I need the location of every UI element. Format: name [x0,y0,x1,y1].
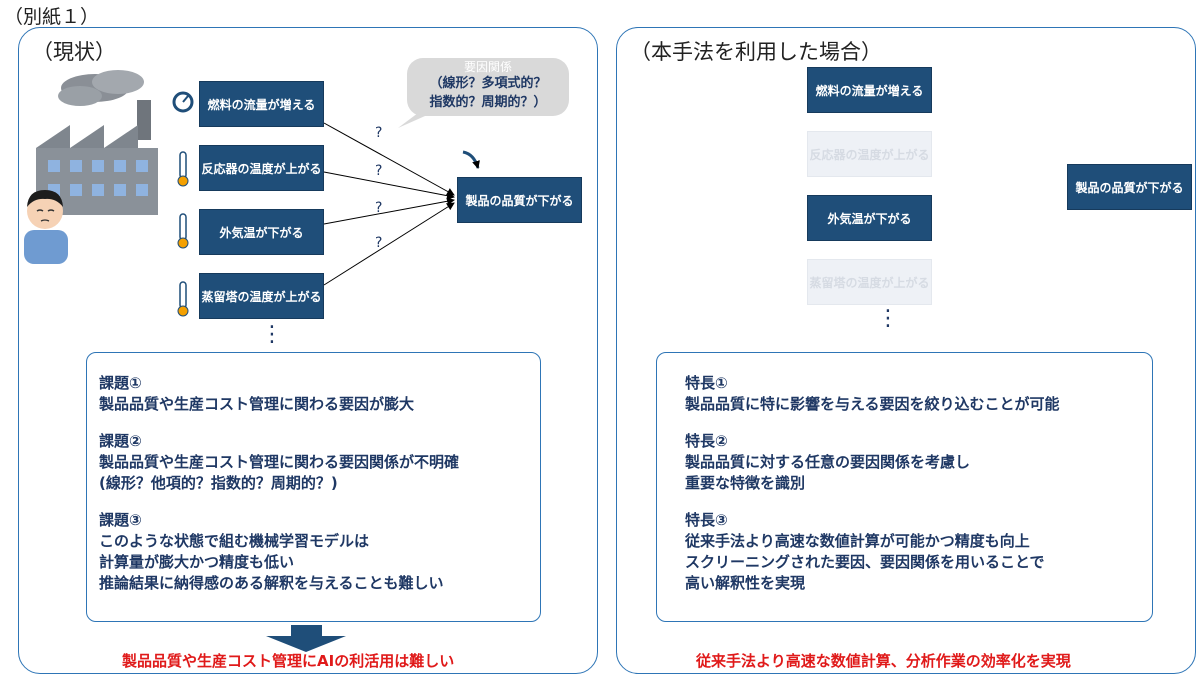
issue-line: このような状態で組む機械学習モデルは [99,532,370,550]
factor-node-distillation: 蒸留塔の温度が上がる [199,273,324,319]
issue-item: 課題② 製品品質や生産コスト管理に関わる要因関係が不明確 (線形？他項的？指数的… [99,431,540,494]
bubble-title: 要因関係 [463,60,512,74]
bubble-line: （線形？多項式的？ [429,76,547,91]
feature-item: 特長③ 従来手法より高速な数値計算が可能かつ精度も向上 スクリーニングされた要因… [685,510,1152,594]
relation-arrow [323,171,455,200]
gauge-icon [172,91,194,113]
ellipsis: ⋮ [261,322,283,347]
relation-arrow [323,197,455,225]
issue-line: 製品品質や生産コスト管理に関わる要因が膨大 [99,395,415,413]
feature-line: 高い解釈性を実現 [685,574,806,592]
bubble-line: 指数的？周期的？） [429,95,547,110]
thermometer-icon [177,151,189,187]
caption: （別紙１） [4,6,100,28]
issue-title: 課題② [99,432,142,450]
factor-node-reactor: 反応器の温度が上がる [807,131,932,177]
ellipsis: ⋮ [877,306,899,331]
relation-arrow [323,202,455,286]
factor-node-reactor: 反応器の温度が上がる [199,145,324,191]
target-node: 製品の品質が下がる [457,177,582,223]
worker-icon [24,190,68,264]
issue-item: 課題① 製品品質や生産コスト管理に関わる要因が膨大 [99,373,540,415]
issue-line: 製品品質や生産コスト管理に関わる要因関係が不明確 [99,453,460,471]
feature-line: 従来手法より高速な数値計算が可能かつ精度も向上 [685,532,1030,550]
feature-item: 特長② 製品品質に対する任意の要因関係を考慮し 重要な特徴を識別 [685,431,1152,494]
issue-line: 計算量が膨大かつ精度も低い [99,553,295,571]
issues-box: 課題① 製品品質や生産コスト管理に関わる要因が膨大 課題② 製品品質や生産コスト… [86,352,541,622]
feature-item: 特長① 製品品質に特に影響を与える要因を絞り込むことが可能 [685,373,1152,415]
factor-node-fuel: 燃料の流量が増える [807,67,932,113]
down-arrow [266,625,346,652]
down-arrow-icon [462,150,480,169]
issue-line: (線形？他項的？指数的？周期的？) [99,474,338,492]
right-conclusion: 従来手法より高速な数値計算、分析作業の効率化を実現 [696,652,1071,670]
thermometer-icon [177,281,189,317]
feature-line: 重要な特徴を識別 [685,474,806,492]
factor-node-outside-temp: 外気温が下がる [199,209,324,255]
relation-arrow [323,122,455,196]
right-panel-title: （本手法を利用した場合） [630,40,882,64]
question-mark: ? [375,125,383,141]
factor-node-fuel: 燃料の流量が増える [199,81,324,127]
left-panel-title: （現状） [32,40,116,64]
target-node: 製品の品質が下がる [1067,164,1192,210]
feature-line: 製品品質に対する任意の要因関係を考慮し [685,453,971,471]
question-mark: ? [375,163,383,179]
issue-item: 課題③ このような状態で組む機械学習モデルは 計算量が膨大かつ精度も低い 推論結… [99,510,540,594]
issue-title: 課題① [99,374,142,392]
question-mark: ? [375,200,383,216]
speech-bubble: 要因関係 （線形？多項式的？ 指数的？周期的？） [407,58,569,116]
feature-title: 特長① [685,374,728,392]
factor-node-distillation: 蒸留塔の温度が上がる [807,259,932,305]
question-mark: ? [375,235,383,251]
issue-line: 推論結果に納得感のある解釈を与えることも難しい [99,574,444,592]
feature-line: スクリーニングされた要因、要因関係を用いることで [685,553,1045,571]
thermometer-icon [177,213,189,249]
factor-node-outside-temp: 外気温が下がる [807,195,932,241]
features-box: 特長① 製品品質に特に影響を与える要因を絞り込むことが可能 特長② 製品品質に対… [656,352,1153,622]
issue-title: 課題③ [99,511,142,529]
feature-title: 特長③ [685,511,728,529]
left-conclusion: 製品品質や生産コスト管理にAIの利活用は難しい [122,652,455,670]
feature-line: 製品品質に特に影響を与える要因を絞り込むことが可能 [685,395,1060,413]
feature-title: 特長② [685,432,728,450]
